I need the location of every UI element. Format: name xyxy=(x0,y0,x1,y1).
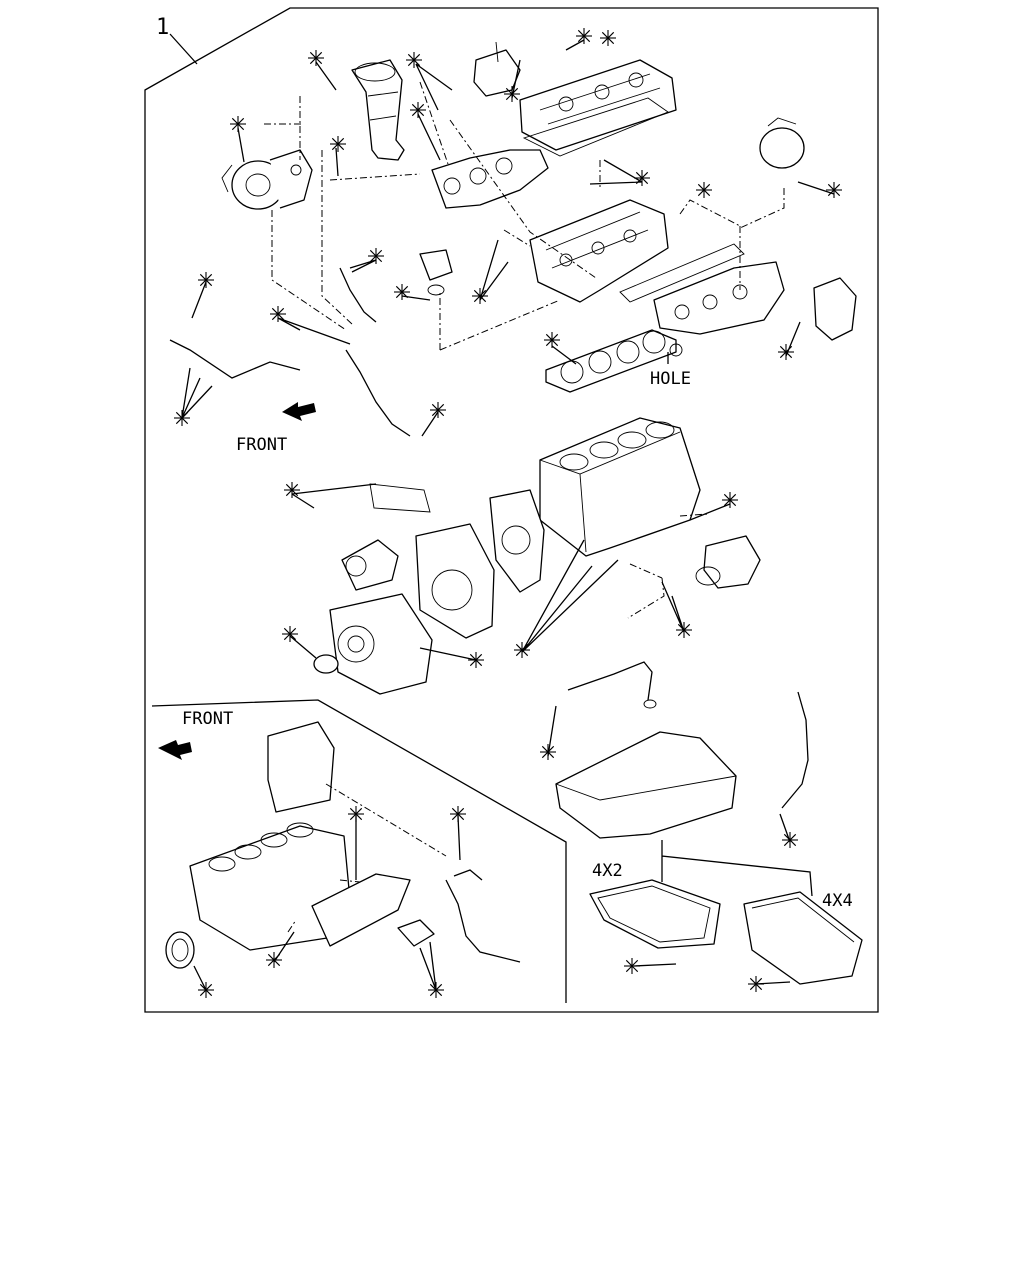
replaceable-part-asterisk-icon xyxy=(782,832,798,848)
inset-water-outlet-pipe xyxy=(445,869,521,963)
timing-case-front xyxy=(415,523,495,639)
replaceable-part-asterisk-icon xyxy=(308,50,324,66)
cylinder-head-cover xyxy=(519,59,677,151)
replaceable-part-asterisk-icon xyxy=(270,306,286,322)
front-arrow-lower xyxy=(158,740,192,760)
inset-rear-plate xyxy=(267,721,335,813)
timing-cover xyxy=(329,593,433,695)
injection-pump xyxy=(695,535,761,589)
oil-pan-upper xyxy=(555,731,737,839)
intake-manifold-gasket xyxy=(619,243,745,303)
connector-lines-top xyxy=(264,81,785,351)
variant-label-4x4: 4X4 xyxy=(822,891,853,911)
inset-rear-crankshaft-seal xyxy=(165,931,195,969)
throttle-body xyxy=(813,277,857,341)
water-pump xyxy=(341,539,399,591)
replaceable-part-asterisk-icon xyxy=(282,626,298,642)
hole-indicator xyxy=(669,343,683,357)
head-gasket xyxy=(545,329,677,393)
connector-lines-inset xyxy=(287,783,447,933)
front-label-lower: FRONT xyxy=(182,709,233,729)
replaceable-part-asterisk-icon xyxy=(634,170,650,186)
connector-lines-lower-right xyxy=(661,840,813,897)
thermostat-housing xyxy=(419,249,453,296)
variant-label-4x2: 4X2 xyxy=(592,861,623,881)
replaceable-part-asterisk-icon xyxy=(576,28,592,44)
oil-pan-4x2 xyxy=(589,879,721,949)
inset-bracket xyxy=(397,919,435,947)
replaceable-part-asterisk-icon xyxy=(430,402,446,418)
intake-manifold xyxy=(653,261,785,335)
hole-label: HOLE xyxy=(650,369,691,389)
replaceable-part-asterisk-icon xyxy=(544,332,560,348)
diagram-frame xyxy=(144,7,879,1013)
replaceable-part-asterisk-icon xyxy=(826,182,842,198)
inset-exhaust-manifold xyxy=(311,873,411,947)
inset-frame-lower-left xyxy=(151,699,567,1003)
turbocharger xyxy=(221,149,313,210)
front-arrow-upper xyxy=(282,402,316,421)
replaceable-part-asterisk-icon xyxy=(410,102,426,118)
replaceable-part-asterisk-icon xyxy=(600,30,616,46)
replaceable-part-asterisk-icon xyxy=(198,272,214,288)
replaceable-part-asterisk-icon xyxy=(504,86,520,102)
replaceable-part-asterisk-icon xyxy=(330,136,346,152)
front-label-upper: FRONT xyxy=(236,435,287,455)
oil-pan-4x4 xyxy=(743,891,863,985)
item-number-leader xyxy=(169,33,198,65)
replaceable-part-asterisk-icon xyxy=(778,344,794,360)
cylinder-block xyxy=(539,417,701,557)
vacuum-pump xyxy=(759,117,805,169)
replaceable-part-asterisk-icon xyxy=(696,182,712,198)
oil-feed-pipe xyxy=(169,267,411,437)
front-crankshaft-seal xyxy=(313,654,339,674)
replaceable-part-asterisk-icon xyxy=(406,52,422,68)
exhaust-manifold xyxy=(431,149,549,209)
replaceable-part-asterisk-icon xyxy=(394,284,410,300)
item-number-label: 1 xyxy=(156,15,169,40)
asterisk-leader-lines xyxy=(181,39,835,991)
head-cover-gasket xyxy=(522,97,669,157)
timing-case-rear-gasket xyxy=(489,489,545,593)
replaceable-part-asterisk-icon xyxy=(722,492,738,508)
replaceable-part-asterisk-icon xyxy=(472,288,488,304)
replaceable-part-asterisk-icon xyxy=(368,248,384,264)
catalytic-converter xyxy=(351,59,405,161)
replaceable-part-asterisk-icon xyxy=(284,482,300,498)
replaceable-part-asterisk-icon xyxy=(230,116,246,132)
dipstick-tube xyxy=(781,691,809,809)
water-pump-gasket xyxy=(369,483,431,513)
oil-strainer xyxy=(567,661,657,709)
egr-valve xyxy=(473,41,521,97)
cylinder-head xyxy=(529,199,669,303)
